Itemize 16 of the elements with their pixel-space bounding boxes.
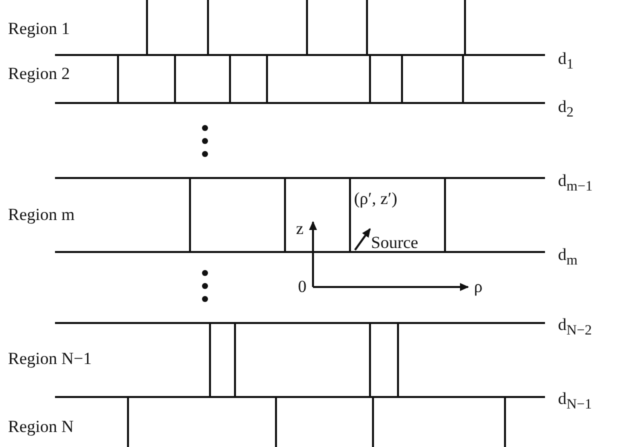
coordinate-label: (ρ′, z′) xyxy=(354,190,398,209)
source-label: Source xyxy=(371,234,418,253)
boundary-label: d$_{m−1}$ xyxy=(558,172,593,195)
region-label: Region 1 xyxy=(8,20,70,39)
region-label: Region N−1 xyxy=(8,350,92,369)
boundary-label: d$_{2}$ xyxy=(558,98,574,121)
region-label: Region m xyxy=(8,206,75,225)
region-label: Region N xyxy=(8,418,74,437)
axis-label: ρ xyxy=(474,278,482,297)
boundary-label: d$_{N−2}$ xyxy=(558,316,592,339)
boundary-label: d$_{N−1}$ xyxy=(558,390,592,413)
region-label: Region 2 xyxy=(8,65,70,84)
axis-label: 0 xyxy=(298,278,306,297)
boundary-label: d$_{m}$ xyxy=(558,246,578,269)
axis-label: z xyxy=(296,220,304,239)
boundary-label: d$_{1}$ xyxy=(558,50,574,73)
